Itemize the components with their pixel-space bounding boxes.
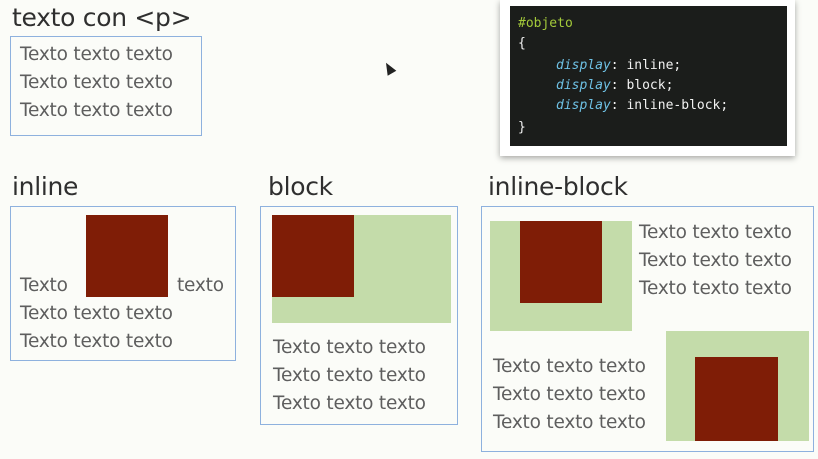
inline-block-red-box-bottom (695, 357, 778, 441)
code-value-3: inline-block; (626, 98, 729, 113)
block-heading: block (268, 172, 333, 201)
inline-block-top-line-2: Texto texto texto (639, 250, 792, 271)
code-decl-3: display: inline-block; (556, 96, 728, 116)
inline-block-heading: inline-block (488, 172, 628, 201)
code-prop-2: display (556, 78, 611, 93)
block-line-1: Texto texto texto (273, 337, 426, 358)
code-decl-2: display: block; (556, 76, 673, 96)
block-red-box (272, 215, 354, 297)
p-example-box: Texto texto texto Texto texto texto Text… (10, 36, 202, 136)
mouse-cursor-icon (381, 60, 397, 76)
p-line-2: Texto texto texto (20, 72, 173, 93)
block-example-box: Texto texto texto Texto texto texto Text… (260, 206, 458, 425)
inline-block-bottom-line-3: Texto texto texto (493, 412, 646, 433)
inline-line-3: Texto texto texto (20, 331, 173, 352)
inline-block-bottom-line-2: Texto texto texto (493, 384, 646, 405)
inline-block-red-box-top (520, 221, 602, 303)
code-decl-1: display: inline; (556, 56, 681, 76)
p-line-3: Texto texto texto (20, 100, 173, 121)
block-line-2: Texto texto texto (273, 365, 426, 386)
code-prop-1: display (556, 58, 611, 73)
inline-block-example-box: Texto texto texto Texto texto texto Text… (481, 206, 814, 452)
inline-text-before: Texto (20, 275, 68, 296)
p-heading: texto con <p> (12, 3, 192, 32)
code-colon-2: : (610, 78, 619, 93)
p-line-1: Texto texto texto (20, 44, 173, 65)
block-line-3: Texto texto texto (273, 393, 426, 414)
inline-block-top-line-1: Texto texto texto (639, 222, 792, 243)
code-value-2: block; (626, 78, 674, 93)
code-prop-3: display (556, 98, 611, 113)
code-open-brace: { (518, 36, 526, 51)
inline-heading: inline (12, 172, 79, 201)
inline-line-2: Texto texto texto (20, 303, 173, 324)
inline-example-box: Texto texto Texto texto texto Texto text… (10, 206, 236, 361)
inline-block-top-line-3: Texto texto texto (639, 278, 792, 299)
inline-text-after: texto (177, 275, 224, 296)
inline-block-bottom-line-1: Texto texto texto (493, 356, 646, 377)
inline-red-box (86, 215, 168, 297)
code-colon-1: : (610, 58, 619, 73)
code-snippet: #objeto { display: inline; display: bloc… (510, 6, 787, 146)
code-close-brace: } (518, 120, 526, 135)
code-snippet-frame: #objeto { display: inline; display: bloc… (500, 0, 795, 156)
code-value-1: inline; (626, 58, 682, 73)
code-colon-3: : (610, 98, 619, 113)
code-selector: #objeto (518, 16, 573, 31)
